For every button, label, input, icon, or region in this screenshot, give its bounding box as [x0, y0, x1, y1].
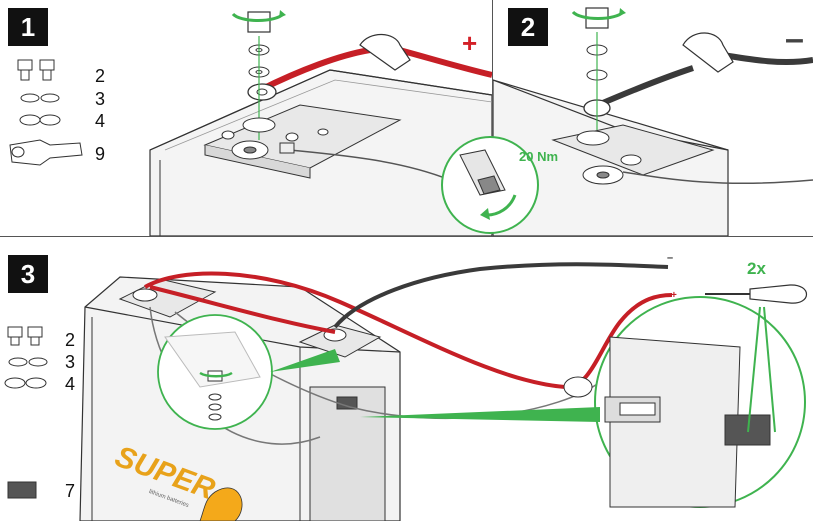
- part-label-4b: 4: [65, 374, 76, 394]
- part-label-3: 3: [95, 89, 106, 109]
- part-label-9: 9: [95, 144, 106, 164]
- step-badge-3: 3: [8, 255, 48, 293]
- part-label-3b: 3: [65, 352, 76, 372]
- positive-sign: +: [462, 28, 478, 58]
- part-label-4: 4: [95, 111, 106, 131]
- negative-sign: –: [785, 20, 804, 58]
- screwdriver-qty: 2x: [747, 259, 766, 278]
- step-2-illustration: [493, 7, 813, 236]
- torque-label: 20 Nm: [519, 149, 559, 164]
- part-label-7: 7: [65, 481, 76, 501]
- step-2-panel: 2 –: [493, 0, 813, 236]
- step-1-panel: 1 2 3 4 9 +: [0, 0, 492, 236]
- cable-minus-mark: –: [667, 252, 674, 264]
- part-label-2b: 2: [65, 330, 76, 350]
- panel-divider-horizontal: [0, 236, 813, 237]
- step-badge-1: 1: [8, 8, 48, 46]
- step-3-illustration: [4, 262, 807, 521]
- cable-plus-mark: +: [671, 290, 677, 301]
- step-badge-2: 2: [508, 8, 548, 46]
- part-label-2: 2: [95, 66, 106, 86]
- step-3-panel: 3 2 3 4 7 2x – + SUPER lithium batteries: [0, 237, 813, 521]
- step-1-illustration: [9, 10, 492, 236]
